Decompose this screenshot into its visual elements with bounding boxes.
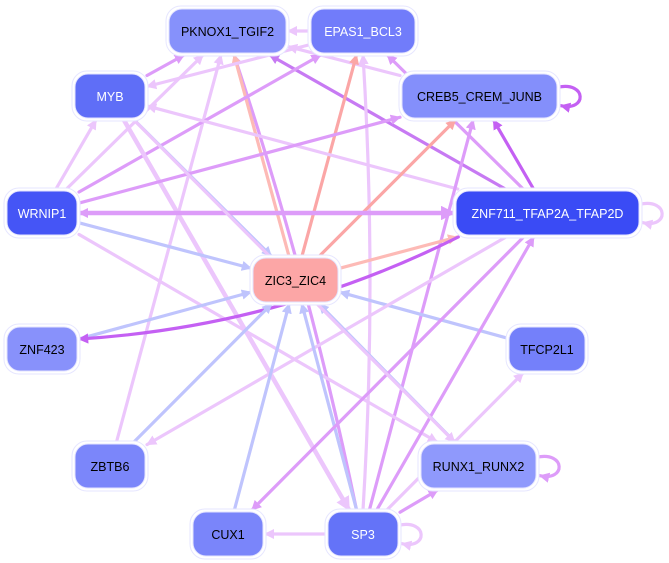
node-label: ZNF711_TFAP2A_TFAP2D: [472, 207, 624, 221]
node-box[interactable]: [508, 326, 586, 372]
edge-zic3_zic4-to-creb5_crem_junb: [317, 118, 458, 258]
node-creb5-crem-junb[interactable]: CREB5_CREM_JUNB: [398, 70, 561, 122]
node-tfcp2l1[interactable]: TFCP2L1: [505, 323, 589, 375]
node-box[interactable]: [168, 8, 287, 54]
edge-zic3_zic4-to-znf711_tfap2a_tfap2d: [338, 234, 459, 270]
edge-sp3-to-runx1_runx2: [398, 488, 440, 514]
node-epas1-bcl3[interactable]: EPAS1_BCL3: [307, 5, 419, 57]
edge-tfcp2l1-to-zic3_zic4: [338, 289, 509, 340]
node-box[interactable]: [401, 73, 558, 119]
edge-wrnip1-to-creb5_crem_junb: [77, 114, 402, 205]
edge-zbtb6-to-zic3_zic4: [132, 302, 274, 444]
edge-wrnip1-to-zic3_zic4: [77, 221, 253, 271]
node-label: SP3: [351, 528, 375, 542]
node-label: MYB: [96, 90, 123, 104]
node-box[interactable]: [455, 190, 640, 236]
node-myb[interactable]: MYB: [71, 70, 149, 122]
node-zbtb6[interactable]: ZBTB6: [71, 440, 149, 492]
node-pknox1-tgif2[interactable]: PKNOX1_TGIF2: [165, 5, 290, 57]
node-label: TFCP2L1: [520, 343, 574, 357]
node-runx1-runx2[interactable]: RUNX1_RUNX2: [417, 440, 540, 492]
node-znf423[interactable]: ZNF423: [3, 323, 81, 375]
edge-cux1-to-zic3_zic4: [232, 302, 292, 512]
node-label: WRNIP1: [18, 207, 67, 221]
edge-myb-to-pknox1_tgif2: [145, 53, 186, 78]
node-label: ZBTB6: [91, 460, 130, 474]
node-box[interactable]: [74, 73, 146, 119]
edge-wrnip1-to-runx1_runx2: [77, 232, 439, 444]
edge-sp3-to-zic3_zic4: [299, 302, 359, 512]
node-label: CREB5_CREM_JUNB: [417, 90, 542, 104]
node-znf711-tfap2a-tfap2d[interactable]: ZNF711_TFAP2A_TFAP2D: [452, 187, 643, 239]
node-label: ZIC3_ZIC4: [265, 274, 326, 288]
edge-znf711_tfap2a_tfap2d-to-creb5_crem_junb: [491, 118, 536, 191]
node-label: RUNX1_RUNX2: [433, 460, 525, 474]
node-wrnip1[interactable]: WRNIP1: [3, 187, 81, 239]
edge-creb5_crem_junb-to-creb5_crem_junb: [556, 84, 582, 113]
edge-znf711_tfap2a_tfap2d-to-znf711_tfap2a_tfap2d: [638, 201, 664, 230]
node-cux1[interactable]: CUX1: [189, 508, 267, 560]
node-box[interactable]: [6, 190, 78, 236]
edge-znf711_tfap2a_tfap2d-to-myb: [145, 103, 460, 191]
edge-wrnip1-to-epas1_bcl3: [77, 53, 323, 194]
edge-znf711_tfap2a_tfap2d-to-znf423: [77, 235, 460, 344]
node-sp3[interactable]: SP3: [324, 508, 402, 560]
node-label: CUX1: [211, 528, 244, 542]
edge-znf711_tfap2a_tfap2d-to-zbtb6: [145, 235, 508, 447]
node-box[interactable]: [6, 326, 78, 372]
node-label: ZNF423: [19, 343, 64, 357]
edge-runx1_runx2-to-runx1_runx2: [535, 454, 561, 483]
edge-sp3-to-epas1_bcl3: [358, 53, 372, 512]
node-box[interactable]: [74, 443, 146, 489]
node-box[interactable]: [252, 257, 339, 303]
edge-sp3-to-sp3: [397, 522, 423, 551]
node-box[interactable]: [420, 443, 537, 489]
edge-wrnip1-to-myb: [54, 118, 98, 191]
node-zic3-zic4[interactable]: ZIC3_ZIC4: [249, 254, 342, 306]
node-box[interactable]: [192, 511, 264, 557]
edges-layer: [54, 25, 664, 551]
node-label: PKNOX1_TGIF2: [181, 25, 274, 39]
node-box[interactable]: [310, 8, 416, 54]
node-box[interactable]: [327, 511, 399, 557]
edge-sp3-to-znf711_tfap2a_tfap2d: [375, 235, 536, 512]
edge-znf423-to-zic3_zic4: [77, 289, 253, 341]
node-label: EPAS1_BCL3: [324, 25, 402, 39]
edge-creb5_crem_junb-to-pknox1_tgif2: [286, 43, 402, 78]
